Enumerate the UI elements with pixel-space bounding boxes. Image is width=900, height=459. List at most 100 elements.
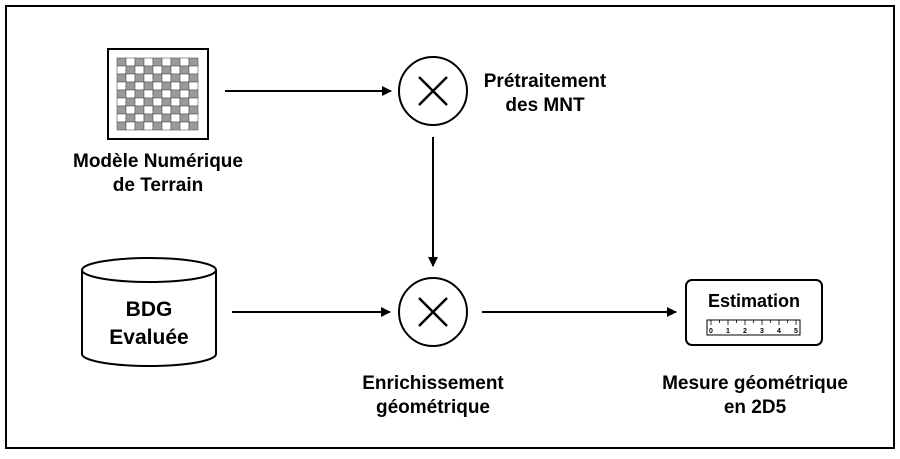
dtm-label-line1: Modèle Numérique [73,151,243,172]
preprocess-label-line1: Prétraitement [483,71,607,92]
grid-cell [170,97,181,107]
grid-cell [152,97,163,107]
grid-cell [143,81,154,91]
grid-cell [170,57,181,67]
grid-cell [125,121,136,131]
grid-cell [125,113,136,123]
grid-cell [161,113,172,123]
grid-cell [125,57,136,67]
grid-cell [152,89,163,99]
grid-cell [188,121,199,131]
grid-cell [188,97,199,107]
enrich-label: Enrichissement géométrique [333,372,533,420]
ruler-tick-label: 1 [726,328,730,335]
cylinder-database-icon [81,257,217,367]
dtm-label: Modèle Numérique de Terrain [47,150,269,198]
grid-cell [152,121,163,131]
grid-cell [179,97,190,107]
grid-cell [116,105,127,115]
bdg-label-line1: BDG [125,298,173,321]
grid-cell [116,81,127,91]
bdg-label-line2: Evaluée [109,326,189,349]
grid-cell [161,121,172,131]
grid-cell [188,73,199,83]
grid-cell [125,97,136,107]
grid-cell [134,81,145,91]
grid-cell [170,65,181,75]
grid-cell [161,57,172,67]
grid-cell [134,97,145,107]
ruler-tick-label: 3 [760,328,764,335]
grid-cell [116,113,127,123]
grid-cell [170,73,181,83]
ruler-tick-label: 0 [709,328,713,335]
grid-cell [152,57,163,67]
grid-cell [125,73,136,83]
grid-raster-icon [107,48,209,140]
preprocess-label: Prétraitement des MNT [470,70,620,118]
grid-cell [125,89,136,99]
grid-cell [161,89,172,99]
grid-cell [143,105,154,115]
grid-cell [161,73,172,83]
bdg-label: BDG Evaluée [92,296,206,352]
ruler-tick-label: 2 [743,328,747,335]
grid-cell [161,81,172,91]
estimation-title: Estimation [708,291,800,311]
grid-cell [116,89,127,99]
grid-cell [170,89,181,99]
grid-cell [134,113,145,123]
enrich-operator-circle-x-icon [398,277,468,347]
diagram-border [5,5,895,449]
grid-cell [170,105,181,115]
preprocess-operator-circle-x-icon [398,56,468,126]
grid-cell [179,81,190,91]
grid-cell [170,121,181,131]
grid-cell [134,65,145,75]
grid-cell [188,57,199,67]
grid-cell [125,65,136,75]
grid-cell [116,57,127,67]
grid-cell [134,121,145,131]
grid-cell [179,57,190,67]
grid-cell [143,121,154,131]
grid-cell [116,121,127,131]
grid-cell [161,97,172,107]
grid-cell [116,97,127,107]
grid-cell [179,121,190,131]
grid-cell [143,73,154,83]
dtm-label-line2: de Terrain [112,175,204,196]
grid-cell [116,65,127,75]
grid-cell [179,89,190,99]
grid-cell [134,73,145,83]
grid-cell [152,113,163,123]
grid-cell [143,65,154,75]
grid-cell [161,65,172,75]
grid-cell [143,89,154,99]
grid-cell [134,89,145,99]
preprocess-label-line2: des MNT [505,95,585,116]
grid-cell [188,89,199,99]
enrich-label-line1: Enrichissement [362,373,504,394]
measure-label: Mesure géométrique en 2D5 [630,372,880,420]
enrich-label-line2: géométrique [375,397,491,418]
grid-cell [125,81,136,91]
grid-cell [143,113,154,123]
grid-cell [179,73,190,83]
grid-cell [179,65,190,75]
grid-cell [152,73,163,83]
grid-cell [125,105,136,115]
grid-cell [188,105,199,115]
grid-cell [143,97,154,107]
grid-cell [116,73,127,83]
grid-cell [152,105,163,115]
grid-cell [161,105,172,115]
grid-cell [152,65,163,75]
grid-cell [134,57,145,67]
grid-cell [188,113,199,123]
grid-cell [143,57,154,67]
